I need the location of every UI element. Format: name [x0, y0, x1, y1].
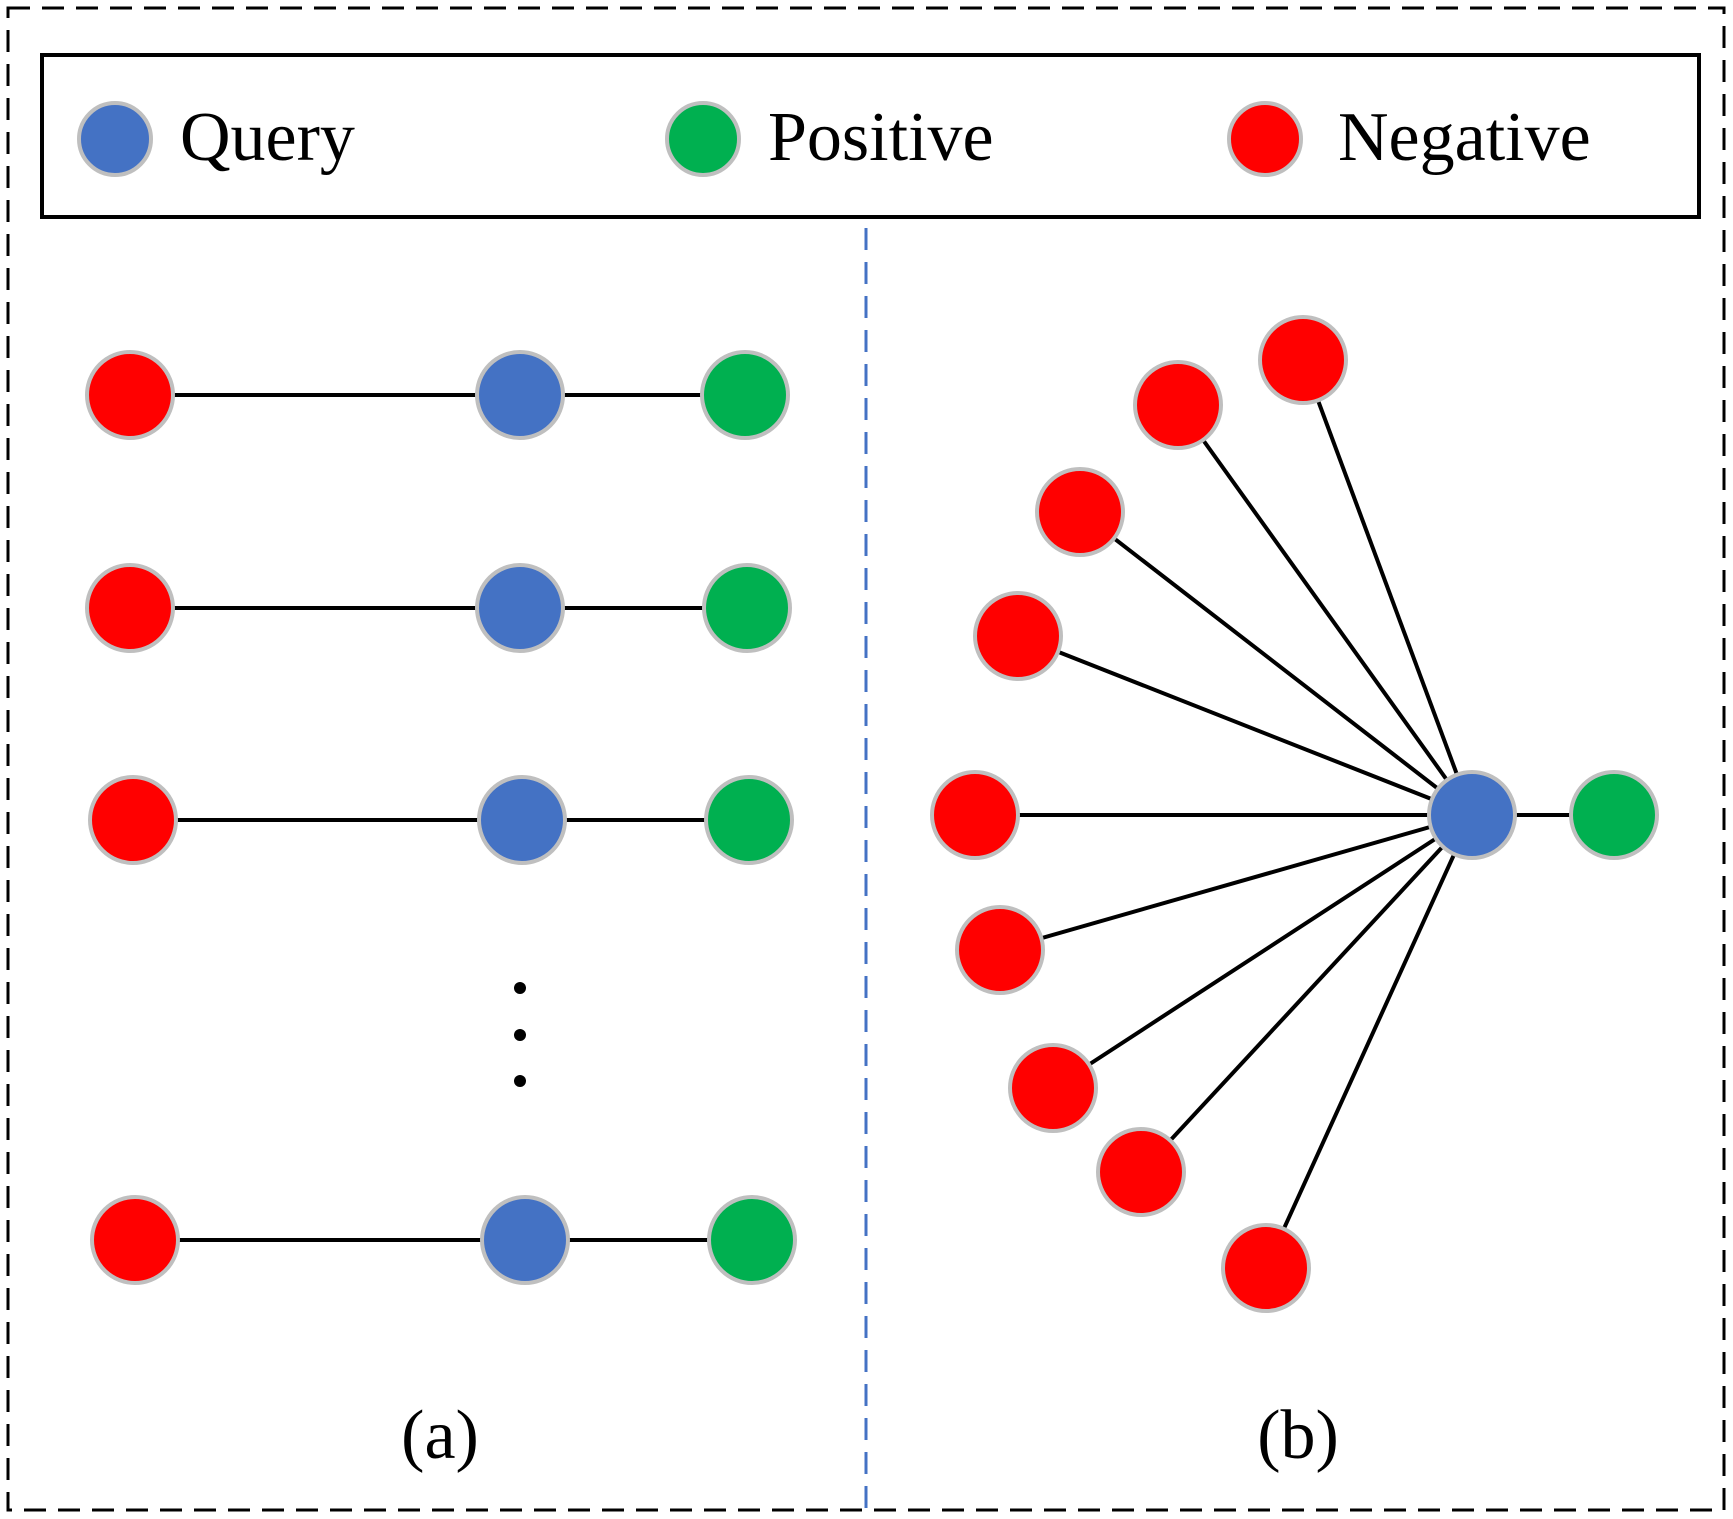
- edge: [1139, 813, 1474, 1174]
- triplet-row: [85, 563, 792, 653]
- edge: [1176, 403, 1474, 817]
- legend-negative-label: Negative: [1338, 99, 1591, 176]
- negative-node: [1258, 315, 1348, 405]
- legend-positive-marker: [665, 101, 741, 177]
- panel-a: (a): [85, 350, 797, 1474]
- positive-node: [700, 350, 790, 440]
- ellipsis-dot: [514, 1075, 526, 1087]
- legend-query-label: Query: [180, 99, 355, 176]
- legend-query-marker: [77, 101, 153, 177]
- negative-node: [955, 905, 1045, 995]
- triplet-row: [88, 775, 794, 865]
- negative-node: [85, 563, 175, 653]
- panel-b-caption: (b): [1257, 1397, 1339, 1474]
- edge: [1301, 359, 1474, 816]
- query-node: [1427, 770, 1517, 860]
- query-node: [475, 563, 565, 653]
- panel-a-caption: (a): [401, 1397, 479, 1474]
- panel-b: (b): [930, 315, 1659, 1474]
- legend-item-query: Query: [77, 99, 355, 177]
- negative-node: [1133, 360, 1223, 450]
- query-node: [477, 775, 567, 865]
- positive-node: [702, 563, 792, 653]
- ellipsis-dot: [514, 1029, 526, 1041]
- negative-node: [85, 350, 175, 440]
- positive-node: [704, 775, 794, 865]
- negative-node: [88, 775, 178, 865]
- positive-node: [1569, 770, 1659, 860]
- negative-node: [1008, 1043, 1098, 1133]
- triplet-row: [85, 350, 790, 440]
- query-node: [480, 1195, 570, 1285]
- edge: [1017, 634, 1473, 817]
- negative-node: [1221, 1223, 1311, 1313]
- legend-negative-marker: [1227, 101, 1303, 177]
- negative-node: [1096, 1127, 1186, 1217]
- edge: [1051, 813, 1474, 1090]
- triplet-row: [90, 1195, 797, 1285]
- legend-positive-label: Positive: [768, 99, 994, 176]
- edges: [975, 359, 1614, 1269]
- vertical-ellipsis: [514, 982, 526, 1087]
- query-node: [475, 350, 565, 440]
- legend-box: [40, 53, 1701, 219]
- outer-border: [6, 6, 1726, 1512]
- edge: [999, 813, 1473, 952]
- negative-node: [90, 1195, 180, 1285]
- negative-node: [930, 770, 1020, 860]
- positive-node: [707, 1195, 797, 1285]
- ellipsis-dot: [514, 982, 526, 994]
- negative-node: [1035, 467, 1125, 557]
- legend-item-negative: Negative: [1227, 99, 1591, 177]
- edge: [1078, 510, 1474, 817]
- legend: Query Positive Negative: [40, 53, 1701, 219]
- legend-item-positive: Positive: [665, 99, 994, 177]
- edge: [1264, 814, 1474, 1269]
- negative-node: [973, 591, 1063, 681]
